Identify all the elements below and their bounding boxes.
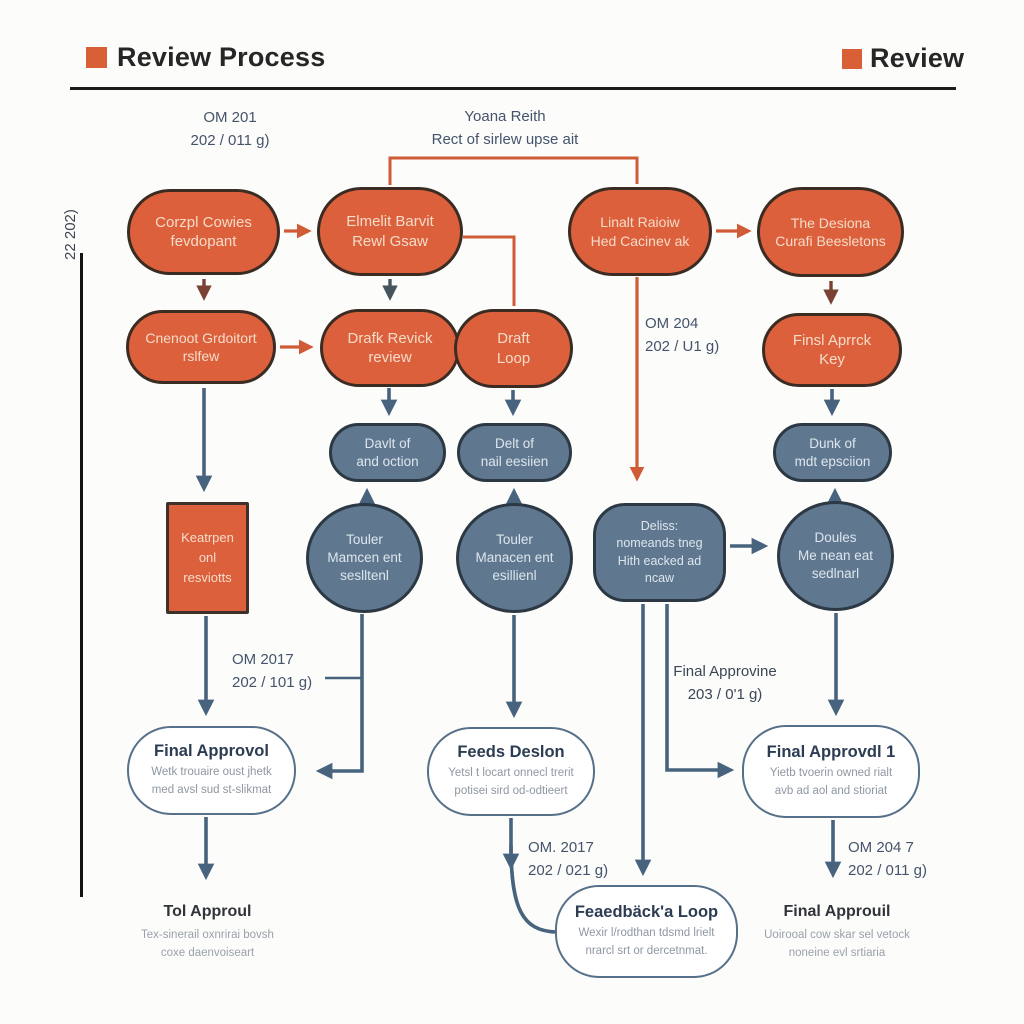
left-axis-line <box>80 253 83 897</box>
node-delt-of: Delt of nail eesiien <box>457 423 572 482</box>
text-final-approuil: Final Approuil Uoirooal cow skar sel vet… <box>742 903 932 963</box>
feeds-deslon-sub: Yetsl t locart onnecl trerit potisei sir… <box>448 767 574 797</box>
arrow-deliss-to-approvdl <box>665 604 735 779</box>
feedback-loop-sub: Wexir l/rodthan tdsmd lrielt nrarcl srt … <box>578 927 715 957</box>
label-om204: OM 204 202 / U1 g) <box>645 315 720 356</box>
tol-approul-sub: Tex-sinerail oxnrirai bovsh coxe daenvoi… <box>141 929 274 960</box>
feeds-deslon-title: Feeds Deslon <box>457 743 565 762</box>
curve-feeds-to-feedback <box>509 844 557 934</box>
label-om2047: OM 204 7 202 / 011 g) <box>848 839 927 880</box>
node-touler-1: Touler Mamcen ent seslltenl <box>306 503 423 613</box>
final-approvdl-title: Final Approvdl 1 <box>766 743 896 762</box>
label-om201: OM 201 202 / 011 g) <box>190 109 270 150</box>
header-accent-square-right <box>842 49 862 69</box>
node-doules: Doules Me nean eat sedlnarl <box>777 501 894 611</box>
node-touler-2: Touler Manacen ent esillienl <box>456 503 573 613</box>
node-concept-development: Corzpl Cowies fevdopant <box>127 189 280 275</box>
final-approvol-title: Final Approvol <box>154 742 269 761</box>
node-final-approvol: Final Approvol Wetk trouaire oust jhetk … <box>127 726 296 815</box>
final-approuil-sub: Uoirooal cow skar sel vetock noneine evl… <box>764 929 910 960</box>
header-rule <box>70 87 956 90</box>
node-concept-grad-review: Cnenoot Grdoitort rslfew <box>126 310 276 384</box>
feedback-loop-title: Feaedbäck'a Loop <box>574 903 719 922</box>
node-davlt-of: Davlt of and oction <box>329 423 446 482</box>
arrow-touler1-to-approvol <box>315 614 364 780</box>
node-feedback-loop: Feaedbäck'a Loop Wexir l/rodthan tdsmd l… <box>555 885 738 978</box>
header-right-label: Review <box>870 43 965 73</box>
node-keatrpen: Keatrpen onl resviotts <box>166 502 249 614</box>
node-design-decisions: The Desiona Curafi Beesletons <box>757 187 904 277</box>
final-approvol-sub: Wetk trouaire oust jhetk med avsl sud st… <box>151 766 272 796</box>
node-dunk-of: Dunk of mdt epsciion <box>773 423 892 482</box>
node-limit-review: Linalt Raioiw Hed Cacinev ak <box>568 187 712 276</box>
label-final-approvine: Final Approvine 203 / 0'1 g) <box>673 663 777 704</box>
header-accent-square-left <box>86 47 107 68</box>
final-approvdl-sub: Yietb tvoerin owned rialt avb ad aol and… <box>769 767 893 797</box>
node-final-approck-key: Finsl Aprrck Key <box>762 313 902 387</box>
page-title: Review Process <box>117 42 326 72</box>
label-yoana: Yoana Reith Rect of sirlew upse ait <box>431 108 579 149</box>
connector-top-elbow <box>388 156 639 185</box>
text-tol-approul: Tol Approul Tex-sinerail oxnrirai bovsh … <box>115 903 300 963</box>
node-draft-loop: Draft Loop <box>454 309 573 388</box>
node-feeds-deslon: Feeds Deslon Yetsl t locart onnecl treri… <box>427 727 595 816</box>
connector-elmelit-to-draftloop <box>463 235 516 306</box>
final-approuil-title: Final Approuil <box>783 903 891 920</box>
label-om2017-bottom: OM. 2017 202 / 021 g) <box>528 839 609 880</box>
node-elmelit-review: Elmelit Barvit Rewl Gsaw <box>317 187 463 276</box>
node-deliss: Deliss: nomeands tneg Hith eacked ad nca… <box>593 503 726 602</box>
label-om2017-left: OM 2017 202 / 101 g) <box>232 651 313 692</box>
node-final-approvdl: Final Approvdl 1 Yietb tvoerin owned ria… <box>742 725 920 818</box>
node-draft-revick-review: Drafk Revick review <box>320 309 460 387</box>
tol-approul-title: Tol Approul <box>163 903 252 920</box>
